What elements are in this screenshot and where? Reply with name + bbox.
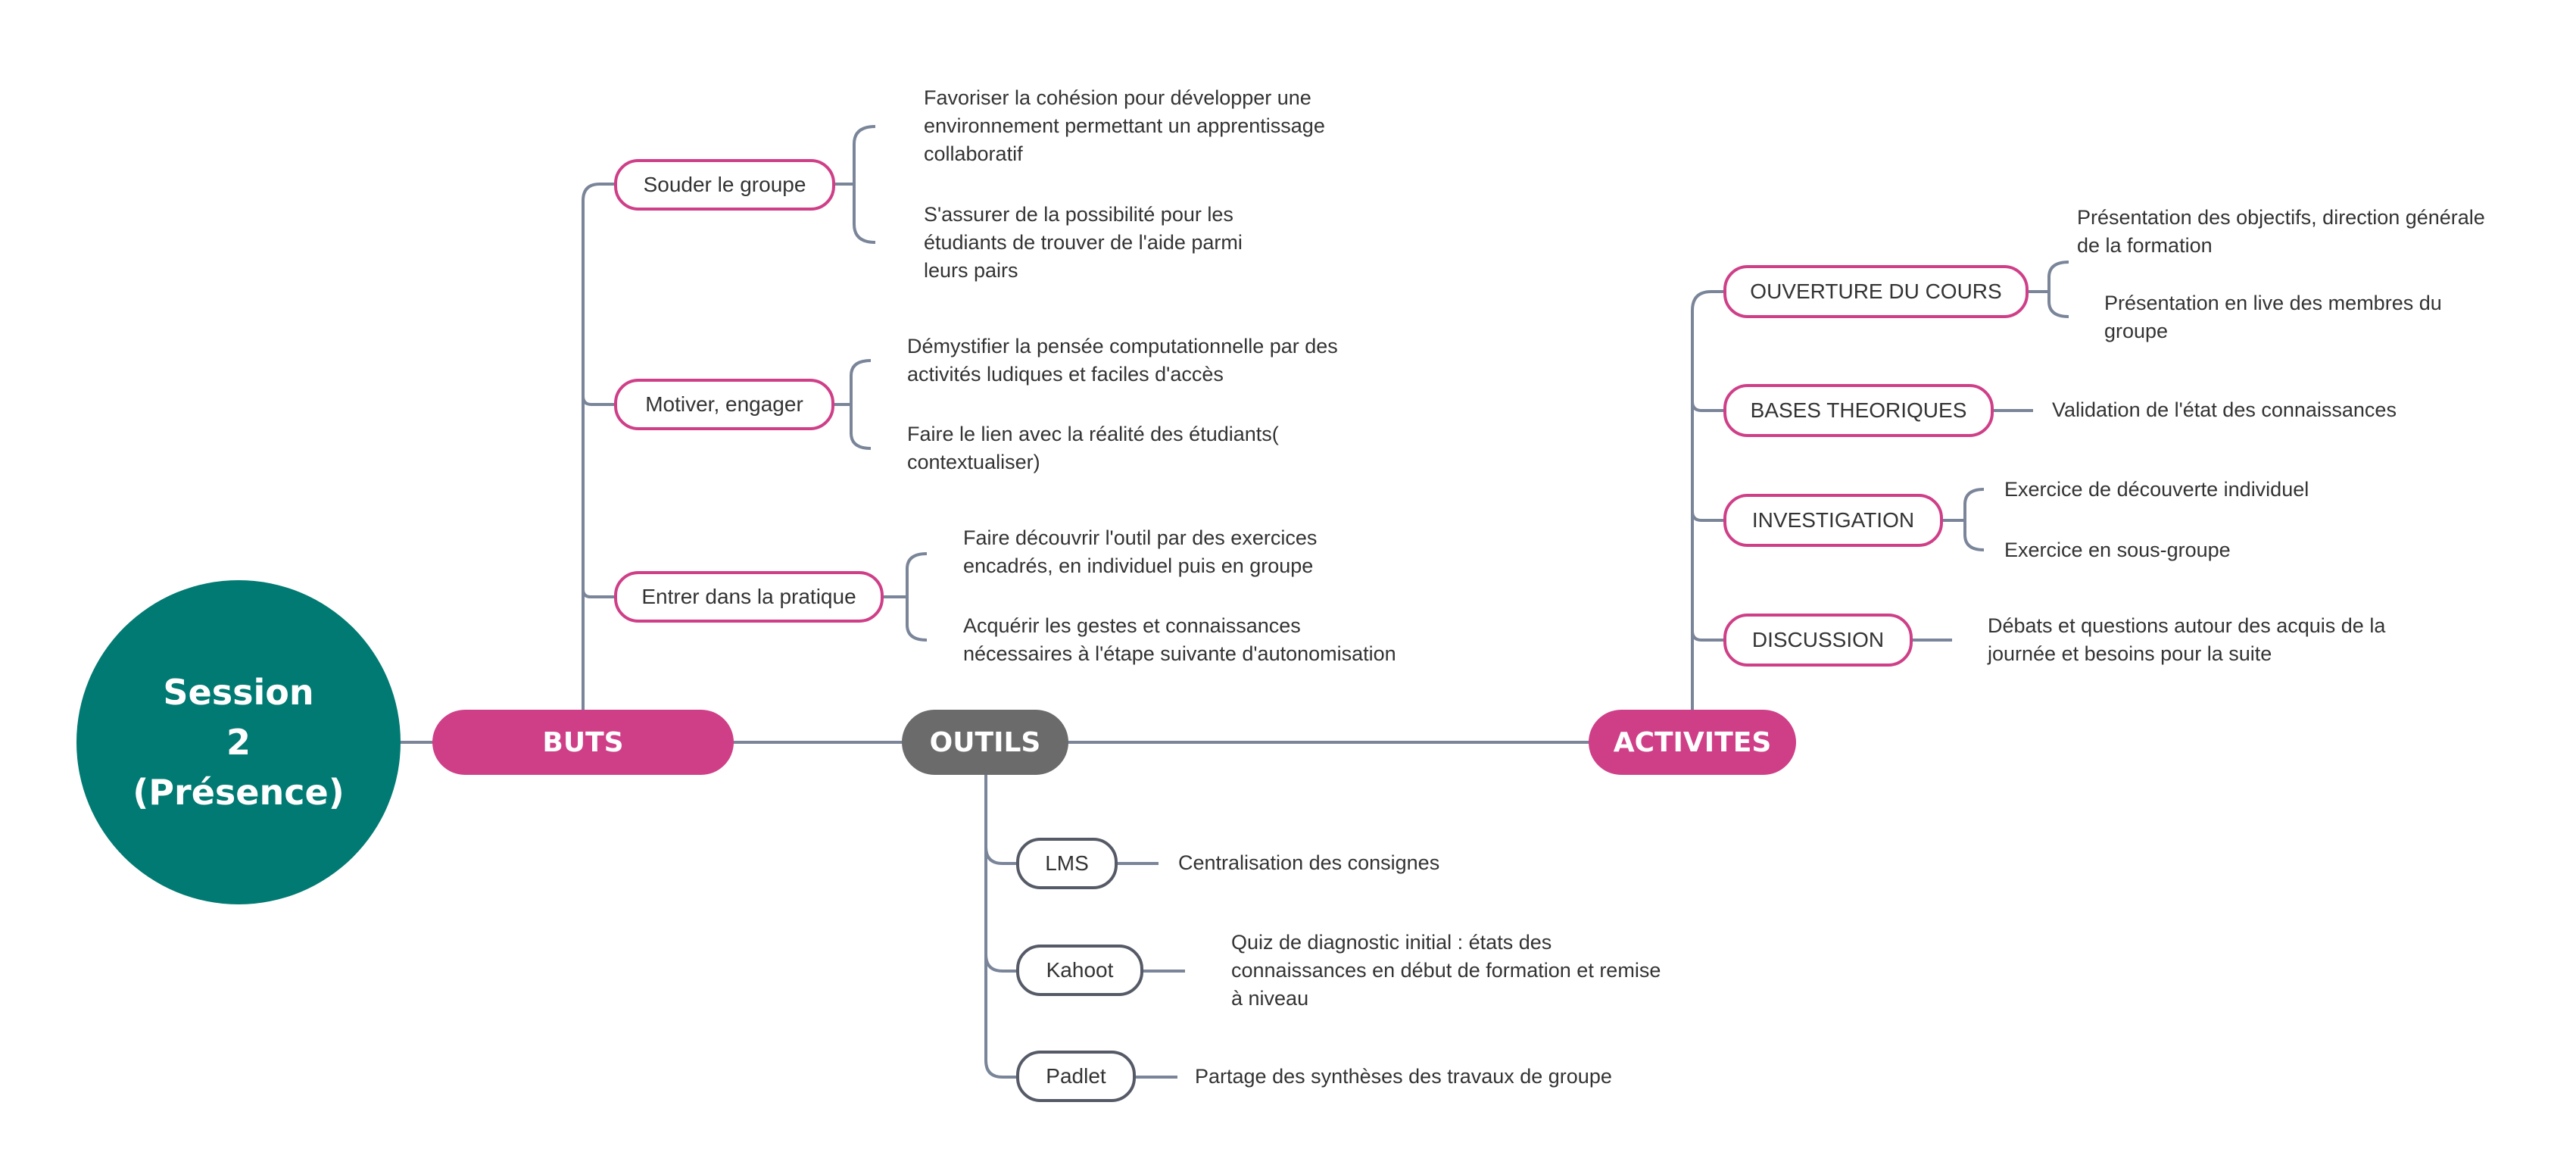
- activity-discussion[interactable]: DISCUSSION: [1723, 614, 1913, 667]
- activites-node[interactable]: ACTIVITES: [1589, 710, 1796, 775]
- detail-presentation-membres: Présentation en live des membres du grou…: [2104, 292, 2442, 342]
- detail-lms: Centralisation des consignes: [1178, 851, 1440, 874]
- detail-debats-questions: Débats et questions autour des acquis de…: [1988, 614, 2386, 665]
- detail-presentation-objectifs: Présentation des objectifs, direction gé…: [2077, 206, 2485, 257]
- tool-kahoot[interactable]: Kahoot: [1016, 945, 1143, 996]
- activity-bases-theoriques[interactable]: BASES THEORIQUES: [1723, 384, 1994, 437]
- detail-kahoot: Quiz de diagnostic initial : états des c…: [1231, 931, 1661, 1010]
- activity-ouverture-du-cours[interactable]: OUVERTURE DU COURS: [1723, 265, 2029, 318]
- outils-node[interactable]: OUTILS: [902, 710, 1068, 775]
- topic-motiver-engager[interactable]: Motiver, engager: [614, 379, 834, 430]
- detail-favoriser-cohesion: Favoriser la cohésion pour développer un…: [924, 86, 1325, 165]
- tool-padlet[interactable]: Padlet: [1016, 1051, 1136, 1102]
- detail-demystifier: Démystifier la pensée computationnelle p…: [907, 335, 1338, 386]
- tool-lms[interactable]: LMS: [1016, 838, 1118, 889]
- detail-padlet: Partage des synthèses des travaux de gro…: [1195, 1065, 1612, 1088]
- detail-validation-connaissances: Validation de l'état des connaissances: [2052, 398, 2397, 421]
- detail-acquerir-gestes: Acquérir les gestes et connaissances néc…: [963, 614, 1396, 665]
- detail-aide-pairs: S'assurer de la possibilité pour les étu…: [924, 203, 1243, 282]
- detail-exercice-individuel: Exercice de découverte individuel: [2004, 478, 2309, 501]
- topic-entrer-dans-la-pratique[interactable]: Entrer dans la pratique: [614, 571, 884, 623]
- root-node[interactable]: Session 2 (Présence): [76, 580, 401, 904]
- detail-faire-le-lien: Faire le lien avec la réalité des étudia…: [907, 423, 1279, 473]
- detail-exercice-sous-groupe: Exercice en sous-groupe: [2004, 539, 2231, 561]
- buts-node[interactable]: BUTS: [432, 710, 734, 775]
- detail-faire-decouvrir-outil: Faire découvrir l'outil par des exercice…: [963, 526, 1318, 577]
- topic-souder-le-groupe[interactable]: Souder le groupe: [614, 159, 835, 211]
- activity-investigation[interactable]: INVESTIGATION: [1723, 494, 1943, 547]
